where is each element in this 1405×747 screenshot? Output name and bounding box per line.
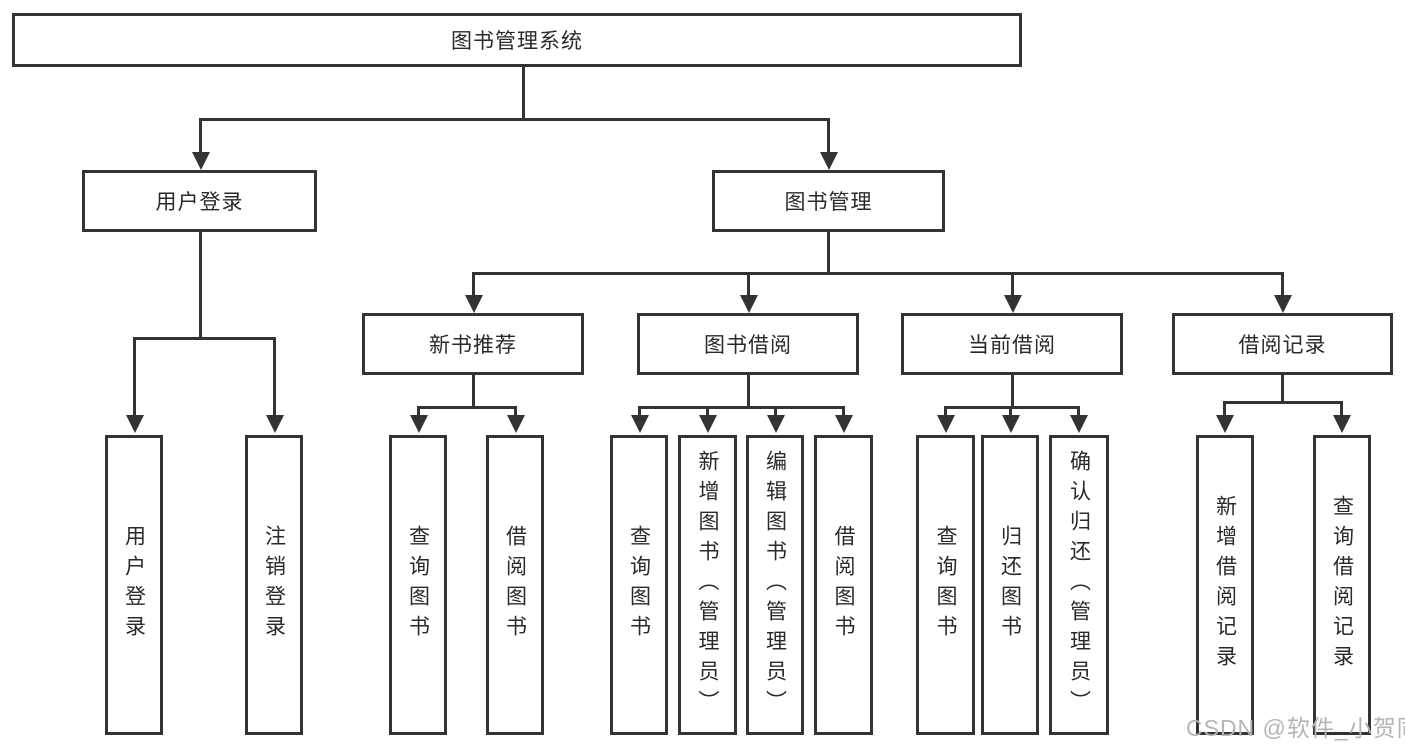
- leaf-bb-borrow-books-label: 借阅图书: [832, 525, 855, 645]
- arrow-to-rec-add-record: [1215, 401, 1234, 433]
- node-library-system-label: 图书管理系统: [451, 30, 583, 53]
- arrow-to-nr-borrow-books: [506, 406, 525, 433]
- connector-new-book-recommend-stub: [472, 375, 475, 409]
- node-new-book-recommend: 新书推荐: [362, 313, 584, 375]
- node-library-system: 图书管理系统: [12, 13, 1022, 67]
- leaf-cb-confirm-return: 确认归还（管理员）: [1049, 435, 1109, 735]
- arrow-to-borrow-records: [1273, 272, 1292, 313]
- leaf-nr-borrow-books-label: 借阅图书: [503, 525, 527, 645]
- connector-root-rail: [199, 118, 830, 121]
- leaf-bb-query-books: 查询图书: [610, 435, 668, 735]
- connector-book-management-stub: [827, 232, 830, 275]
- leaf-nr-query-books-label: 查询图书: [406, 525, 430, 645]
- connector-user-login-stub: [199, 232, 202, 339]
- connector-user-login-rail: [133, 337, 276, 340]
- arrow-to-book-borrow: [739, 272, 758, 313]
- node-borrow-records: 借阅记录: [1172, 313, 1393, 375]
- arrow-to-nr-query-books: [409, 406, 428, 433]
- arrow-to-cb-confirm-return: [1069, 406, 1088, 433]
- arrow-to-leaf-logout: [265, 337, 284, 433]
- node-borrow-records-label: 借阅记录: [1238, 334, 1327, 357]
- arrow-to-bb-borrow-books: [834, 406, 853, 433]
- node-user-login-label: 用户登录: [155, 191, 244, 214]
- connector-borrow-records-rail: [1223, 401, 1342, 404]
- arrow-to-cb-return-books: [1001, 406, 1020, 433]
- connector-current-borrow-rail: [944, 406, 1080, 409]
- leaf-cb-confirm-return-label: 确认归还（管理员）: [1067, 450, 1091, 720]
- csdn-watermark: CSDN @软件_小贺同学: [1186, 715, 1405, 741]
- leaf-cb-return-books-label: 归还图书: [998, 525, 1022, 645]
- arrow-to-rec-query-record: [1332, 401, 1351, 433]
- arrow-to-new-book-recommend: [464, 272, 483, 313]
- leaf-bb-query-books-label: 查询图书: [627, 525, 651, 645]
- connector-new-book-recommend-rail: [417, 406, 517, 409]
- leaf-cb-query-books-label: 查询图书: [934, 525, 957, 645]
- leaf-user-login-label: 用户登录: [122, 525, 146, 645]
- node-book-borrow-label: 图书借阅: [704, 334, 792, 357]
- node-new-book-recommend-label: 新书推荐: [429, 334, 517, 357]
- leaf-rec-query-record: 查询借阅记录: [1313, 435, 1371, 735]
- connector-book-borrow-stub: [747, 375, 750, 409]
- connector-book-management-rail: [472, 272, 1284, 275]
- node-book-management: 图书管理: [712, 170, 945, 232]
- arrow-to-current-borrow: [1003, 272, 1022, 313]
- leaf-nr-query-books: 查询图书: [389, 435, 447, 735]
- node-book-management-label: 图书管理: [784, 191, 873, 214]
- leaf-rec-add-record-label: 新增借阅记录: [1213, 495, 1237, 675]
- connector-root-stub: [522, 67, 525, 120]
- arrow-to-leaf-user-login: [125, 337, 144, 433]
- arrow-to-book-management: [819, 118, 838, 170]
- arrow-to-bb-query-books: [630, 406, 649, 433]
- connector-current-borrow-stub: [1011, 375, 1014, 409]
- leaf-cb-return-books: 归还图书: [981, 435, 1039, 735]
- leaf-bb-add-books-label: 新增图书（管理员）: [696, 450, 719, 720]
- node-book-borrow: 图书借阅: [637, 313, 859, 375]
- leaf-bb-borrow-books: 借阅图书: [814, 435, 873, 735]
- connector-book-borrow-rail: [638, 406, 845, 409]
- arrow-to-user-login: [191, 118, 210, 170]
- leaf-logout-login: 注销登录: [245, 435, 303, 735]
- leaf-bb-edit-books: 编辑图书（管理员）: [746, 435, 804, 735]
- arrow-to-cb-query-books: [936, 406, 955, 433]
- leaf-cb-query-books: 查询图书: [916, 435, 975, 735]
- leaf-user-login: 用户登录: [105, 435, 163, 735]
- connector-borrow-records-stub: [1281, 375, 1284, 404]
- leaf-rec-add-record: 新增借阅记录: [1196, 435, 1254, 735]
- leaf-nr-borrow-books: 借阅图书: [486, 435, 544, 735]
- node-current-borrow: 当前借阅: [901, 313, 1123, 375]
- leaf-logout-login-label: 注销登录: [262, 525, 286, 645]
- leaf-bb-edit-books-label: 编辑图书（管理员）: [763, 450, 787, 720]
- arrow-to-bb-add-books: [698, 406, 717, 433]
- node-user-login: 用户登录: [82, 170, 317, 232]
- leaf-bb-add-books: 新增图书（管理员）: [678, 435, 737, 735]
- node-current-borrow-label: 当前借阅: [968, 334, 1056, 357]
- arrow-to-bb-edit-books: [766, 406, 785, 433]
- leaf-rec-query-record-label: 查询借阅记录: [1330, 495, 1354, 675]
